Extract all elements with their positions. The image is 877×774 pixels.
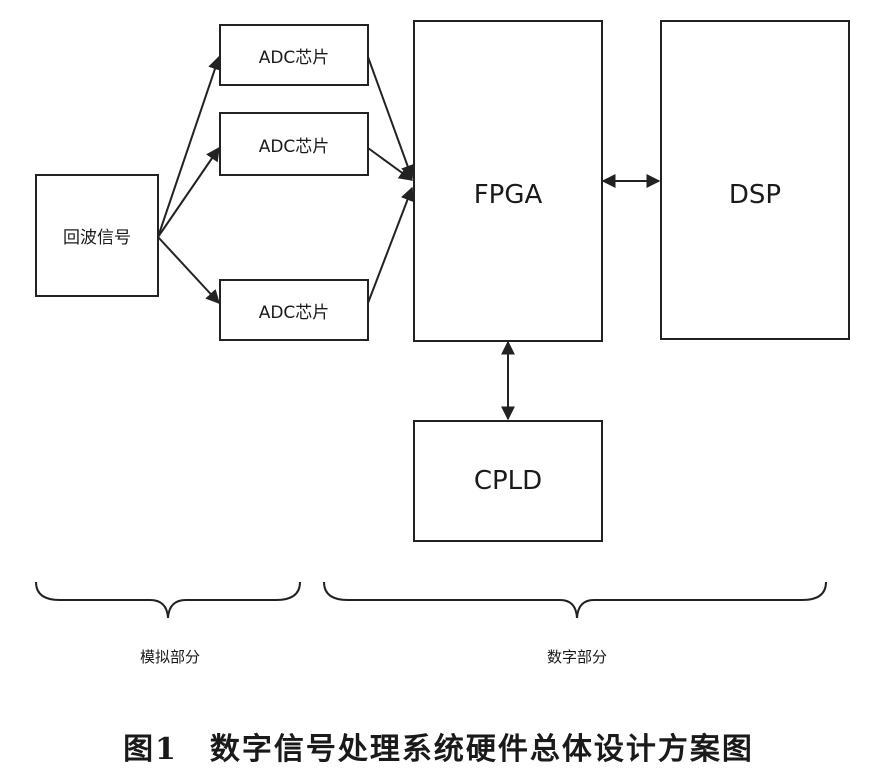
- digital-part-label: 数字部分: [546, 648, 607, 666]
- adc-chip-box-2: ADC芯片: [219, 112, 369, 176]
- brace-digital: [323, 581, 827, 619]
- adc-chip-label-2: ADC芯片: [258, 136, 330, 157]
- arrow-echo-to-adc2: [157, 146, 220, 238]
- echo-signal-label: 回波信号: [63, 228, 131, 248]
- adc-chip-label-3: ADC芯片: [258, 302, 330, 323]
- analog-part-label: 模拟部分: [139, 648, 200, 666]
- brace-analog: [35, 581, 301, 619]
- dsp-label: DSP: [728, 180, 782, 210]
- arrow-echo-to-adc1: [157, 55, 222, 238]
- arrow-echo-to-adc3: [157, 236, 220, 305]
- figure-caption: 图1 数字信号处理系统硬件总体设计方案图: [123, 732, 754, 767]
- fpga-box: FPGA: [413, 20, 603, 342]
- arrow-adc1-to-fpga: [367, 56, 415, 180]
- cpld-box: CPLD: [413, 420, 603, 542]
- fpga-label: FPGA: [473, 180, 543, 210]
- adc-chip-label-1: ADC芯片: [258, 47, 330, 68]
- adc-chip-box-1: ADC芯片: [219, 24, 369, 86]
- adc-chip-box-3: ADC芯片: [219, 279, 369, 341]
- arrow-adc2-to-fpga: [367, 147, 414, 181]
- dsp-box: DSP: [660, 20, 850, 340]
- echo-signal-box: 回波信号: [35, 174, 159, 297]
- arrow-adc3-to-fpga: [367, 186, 415, 304]
- cpld-label: CPLD: [473, 466, 543, 496]
